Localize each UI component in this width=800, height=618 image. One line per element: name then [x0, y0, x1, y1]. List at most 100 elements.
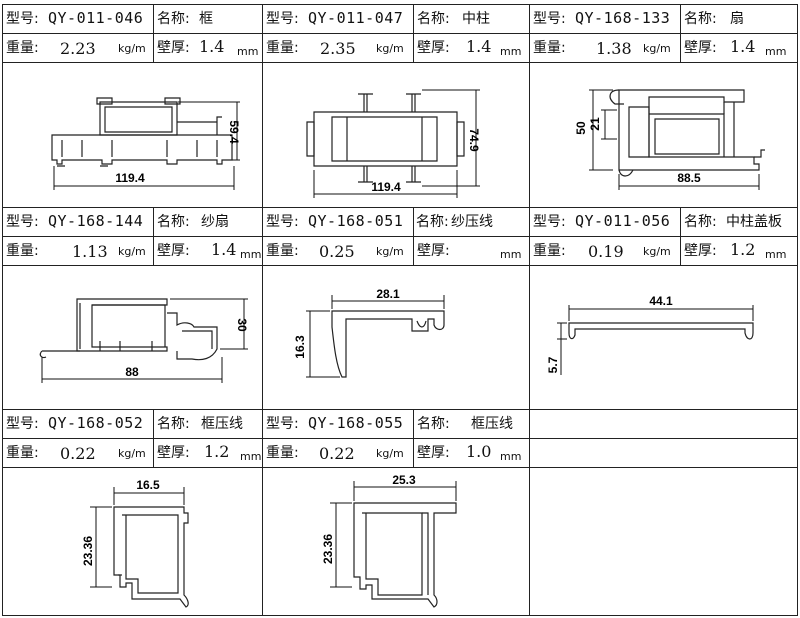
weight-unit: kg/m [643, 245, 671, 258]
profile-name: 框 [199, 11, 213, 27]
weight-value: 0.22 [319, 444, 355, 463]
weight-value: 2.23 [60, 39, 96, 58]
dimension-label: 5.7 [546, 356, 560, 373]
weight-unit: kg/m [118, 42, 146, 55]
model-label: 型号: [6, 416, 39, 432]
weight-value: 2.35 [320, 39, 356, 58]
frame-bead-profile-drawing: 16.5 23.36 [81, 478, 189, 608]
wall-label: 壁厚: [157, 445, 190, 461]
model-label: 型号: [533, 214, 566, 230]
wall-value: 1.4 [211, 240, 237, 259]
screen-bead-profile-drawing: 28.1 16.3 [293, 287, 445, 378]
dimension-label: 16.3 [293, 335, 307, 359]
model-label: 型号: [266, 11, 299, 27]
model-number: QY-168-133 [575, 9, 671, 27]
frame-bead-profile-drawing: 25.3 23.36 [321, 473, 457, 608]
dimension-label: 30 [235, 318, 249, 332]
name-label: 名称: [157, 214, 190, 230]
dimension-label: 44.1 [649, 294, 673, 308]
mullion-cover-profile-drawing: 44.1 5.7 [546, 294, 754, 375]
weight-value: 0.25 [319, 242, 355, 261]
weight-unit: kg/m [118, 447, 146, 460]
weight-value: 0.19 [588, 242, 624, 261]
model-number: QY-011-047 [308, 9, 404, 27]
name-label: 名称: [684, 11, 717, 27]
profile-name: 纱扇 [201, 214, 229, 230]
mullion-profile-drawing: 119.4 74.9 [306, 89, 481, 198]
wall-value: 1.4 [466, 37, 492, 56]
weight-label: 重量: [6, 40, 39, 56]
name-label: 名称: [417, 11, 450, 27]
name-label: 名称: [416, 214, 449, 230]
weight-label: 重量: [266, 40, 299, 56]
wall-value: 1.2 [204, 442, 230, 461]
model-label: 型号: [266, 416, 299, 432]
wall-unit: mm [500, 45, 522, 58]
model-label: 型号: [266, 214, 299, 230]
wall-value: 1.2 [730, 240, 756, 259]
weight-value: 1.13 [72, 242, 108, 261]
profile-name: 纱压线 [451, 214, 493, 230]
model-number: QY-011-056 [575, 212, 671, 230]
dimension-label: 88.5 [677, 171, 701, 185]
weight-unit: kg/m [376, 42, 404, 55]
wall-value: 1.4 [199, 37, 225, 56]
wall-label: 壁厚: [684, 243, 717, 259]
wall-label: 壁厚: [157, 243, 190, 259]
profile-name: 中柱 [462, 11, 490, 27]
name-label: 名称: [157, 11, 190, 27]
model-number: QY-168-055 [308, 414, 404, 432]
weight-label: 重量: [533, 40, 566, 56]
empty-drawing-cell [529, 467, 798, 616]
wall-unit: mm [765, 248, 787, 261]
name-label: 名称: [684, 214, 717, 230]
screen-sash-profile-drawing: 88 30 [39, 298, 249, 383]
weight-value: 1.38 [596, 39, 632, 58]
model-label: 型号: [6, 214, 39, 230]
wall-unit: mm [500, 248, 522, 261]
wall-label: 壁厚: [417, 445, 450, 461]
model-number: QY-011-046 [48, 9, 144, 27]
empty-cell [529, 409, 798, 439]
sash-profile-drawing: 50 21 88.5 [574, 89, 765, 190]
dimension-label: 74.9 [467, 128, 481, 152]
dimension-label: 21 [588, 117, 602, 131]
dimension-label: 16.5 [136, 478, 160, 492]
wall-label: 壁厚: [417, 243, 450, 259]
wall-label: 壁厚: [157, 40, 190, 56]
weight-label: 重量: [266, 243, 299, 259]
frame-profile-drawing: 119.4 59.4 [51, 97, 241, 190]
weight-label: 重量: [533, 243, 566, 259]
wall-unit: mm [765, 45, 787, 58]
wall-label: 壁厚: [417, 40, 450, 56]
wall-label: 壁厚: [684, 40, 717, 56]
model-number: QY-168-144 [48, 212, 144, 230]
dimension-label: 25.3 [392, 473, 416, 487]
name-label: 名称: [417, 416, 450, 432]
wall-unit: mm [240, 248, 262, 261]
wall-unit: mm [237, 45, 259, 58]
dimension-label: 119.4 [115, 171, 145, 185]
dimension-label: 119.4 [371, 180, 401, 194]
weight-unit: kg/m [376, 447, 404, 460]
dimension-label: 23.36 [321, 534, 335, 564]
model-label: 型号: [533, 11, 566, 27]
weight-value: 0.22 [60, 444, 96, 463]
profile-name: 扇 [730, 11, 744, 27]
model-number: QY-168-051 [308, 212, 404, 230]
name-label: 名称: [157, 416, 190, 432]
profile-name: 中柱盖板 [726, 214, 782, 230]
dimension-label: 50 [574, 121, 588, 135]
weight-unit: kg/m [118, 245, 146, 258]
dimension-label: 59.4 [227, 120, 241, 144]
empty-cell [529, 438, 798, 468]
weight-unit: kg/m [643, 42, 671, 55]
dimension-label: 28.1 [376, 287, 400, 301]
profile-name: 框压线 [201, 416, 243, 432]
wall-value: 1.4 [730, 37, 756, 56]
weight-label: 重量: [6, 445, 39, 461]
weight-label: 重量: [6, 243, 39, 259]
wall-unit: mm [500, 450, 522, 463]
profile-name: 框压线 [471, 416, 513, 432]
